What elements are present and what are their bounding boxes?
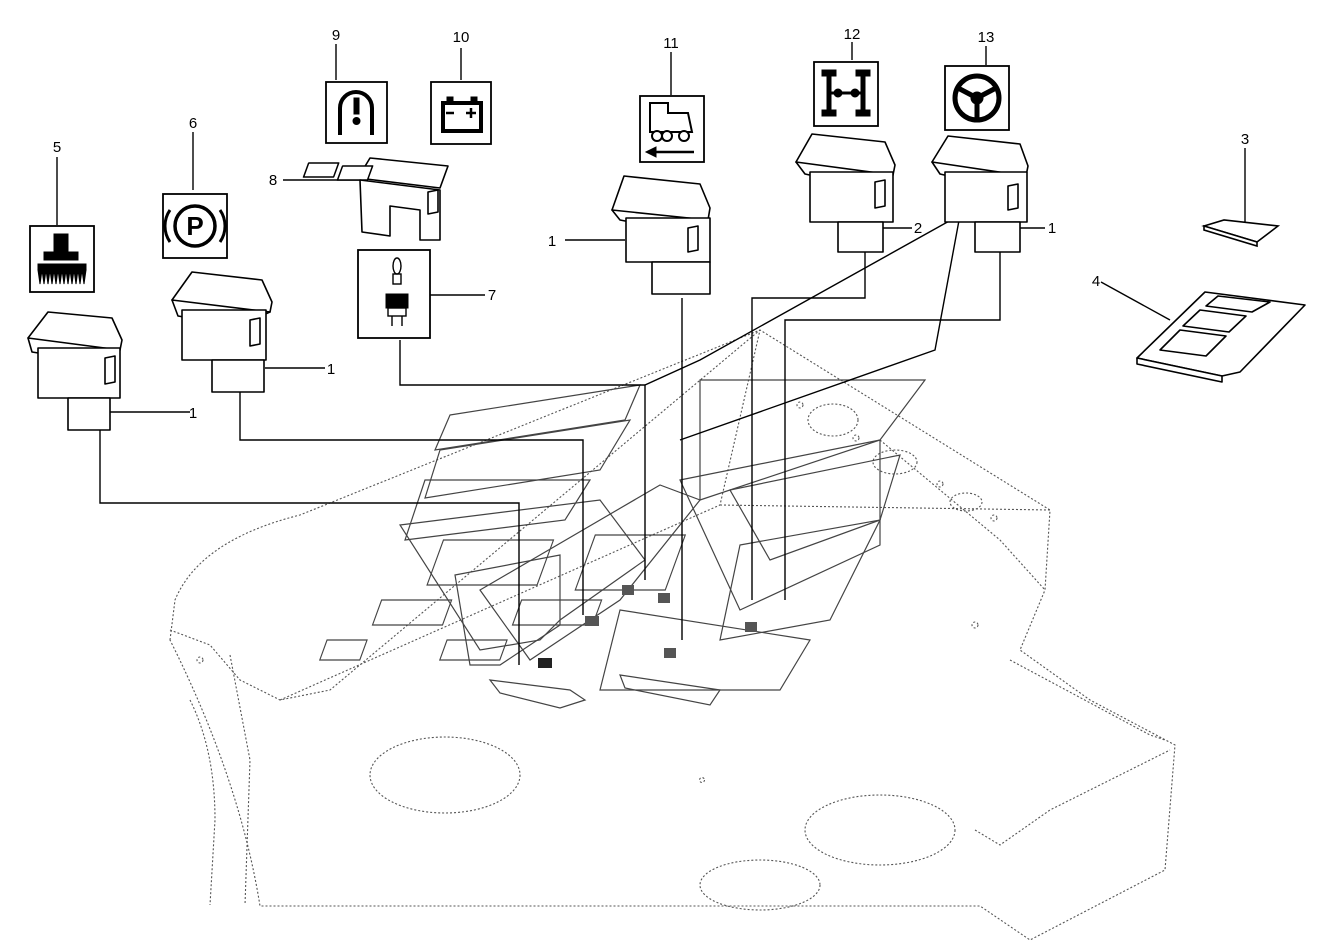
console-body bbox=[169, 329, 1176, 941]
callout-1-right: 1 bbox=[1048, 220, 1056, 237]
four-wheel-drive-icon bbox=[813, 61, 879, 127]
switch-part-1-left-b bbox=[171, 271, 273, 393]
bulb-relay-icon bbox=[357, 249, 431, 339]
implement-lift-icon bbox=[29, 225, 95, 293]
switch-part-1-left-a bbox=[27, 311, 123, 431]
switch-part-1-right bbox=[931, 135, 1029, 253]
pressure-warning-icon bbox=[325, 81, 388, 144]
callout-3: 3 bbox=[1241, 131, 1249, 148]
callout-6: 6 bbox=[189, 115, 197, 132]
callout-11: 11 bbox=[663, 35, 679, 52]
callout-numbers: 5 6 9 10 11 12 13 3 4 8 7 1 2 1 1 1 bbox=[53, 26, 1249, 422]
callout-7: 7 bbox=[488, 287, 496, 304]
callout-1-left-b: 1 bbox=[327, 361, 335, 378]
switch-part-2 bbox=[795, 133, 896, 253]
frame-part-4 bbox=[1136, 291, 1306, 383]
callout-13: 13 bbox=[978, 29, 995, 46]
steering-wheel-icon bbox=[944, 65, 1010, 131]
callout-5: 5 bbox=[53, 139, 61, 156]
installed-switch-labels bbox=[538, 585, 757, 668]
switch-part-1-middle bbox=[611, 175, 711, 295]
trailer-reverse-icon bbox=[639, 95, 705, 163]
callout-12: 12 bbox=[844, 26, 861, 43]
callout-2: 2 bbox=[914, 220, 922, 237]
lens-part-3 bbox=[1201, 219, 1281, 248]
parking-brake-letter: P bbox=[186, 211, 203, 241]
parking-brake-icon: P bbox=[162, 193, 228, 259]
battery-icon bbox=[430, 81, 492, 145]
callout-1-middle: 1 bbox=[548, 233, 556, 250]
callout-9: 9 bbox=[332, 27, 340, 44]
callout-8: 8 bbox=[269, 172, 277, 189]
switch-panel-cutouts bbox=[318, 379, 927, 709]
callout-4: 4 bbox=[1092, 273, 1100, 290]
blank-switch-part-8 bbox=[302, 157, 449, 241]
callout-10: 10 bbox=[453, 29, 470, 46]
callout-1-left-a: 1 bbox=[189, 405, 197, 422]
